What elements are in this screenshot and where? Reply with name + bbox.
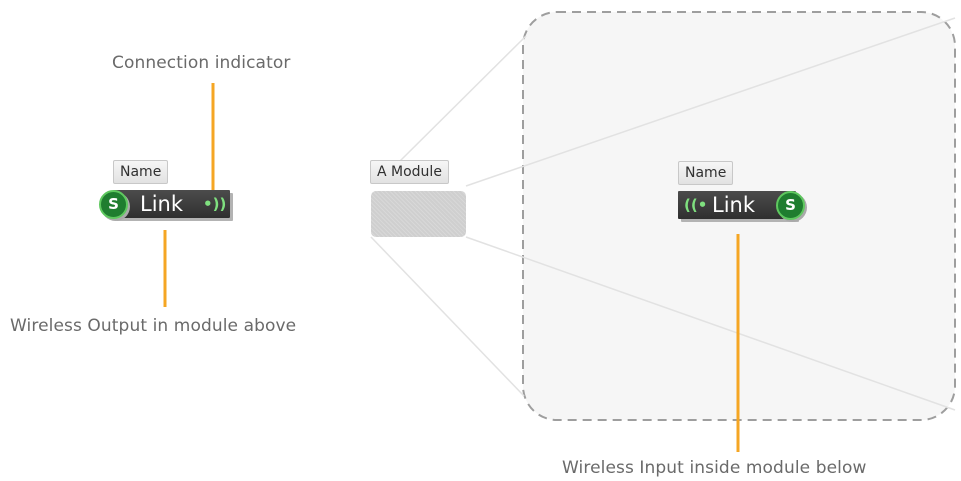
wireless-output-label: Wireless Output in module above	[10, 316, 297, 336]
module-body[interactable]	[371, 191, 466, 237]
output-node-label: Link	[140, 192, 184, 216]
wireless-input-label: Wireless Input inside module below	[562, 458, 867, 478]
guide-line-bottom-left	[370, 236, 525, 397]
guide-line-bottom-right	[465, 236, 956, 411]
expansion-guide-lines	[370, 17, 956, 411]
input-node-socket-badge[interactable]: S	[776, 191, 805, 220]
guide-line-top-right	[465, 17, 956, 187]
output-node-name-tab[interactable]: Name	[113, 160, 169, 184]
input-node-label: Link	[712, 193, 756, 217]
guide-line-top-left	[397, 35, 527, 164]
connection-indicator-label: Connection indicator	[112, 53, 291, 73]
output-node-bar[interactable]	[113, 190, 230, 218]
pointer-lines	[163, 83, 740, 452]
wireless-input-icon: ((•	[684, 196, 708, 214]
wireless-output-icon: •))	[203, 195, 227, 213]
module-label-tab[interactable]: A Module	[370, 160, 449, 184]
input-node-name-tab[interactable]: Name	[678, 161, 734, 185]
output-node-socket-badge[interactable]: S	[99, 190, 128, 219]
